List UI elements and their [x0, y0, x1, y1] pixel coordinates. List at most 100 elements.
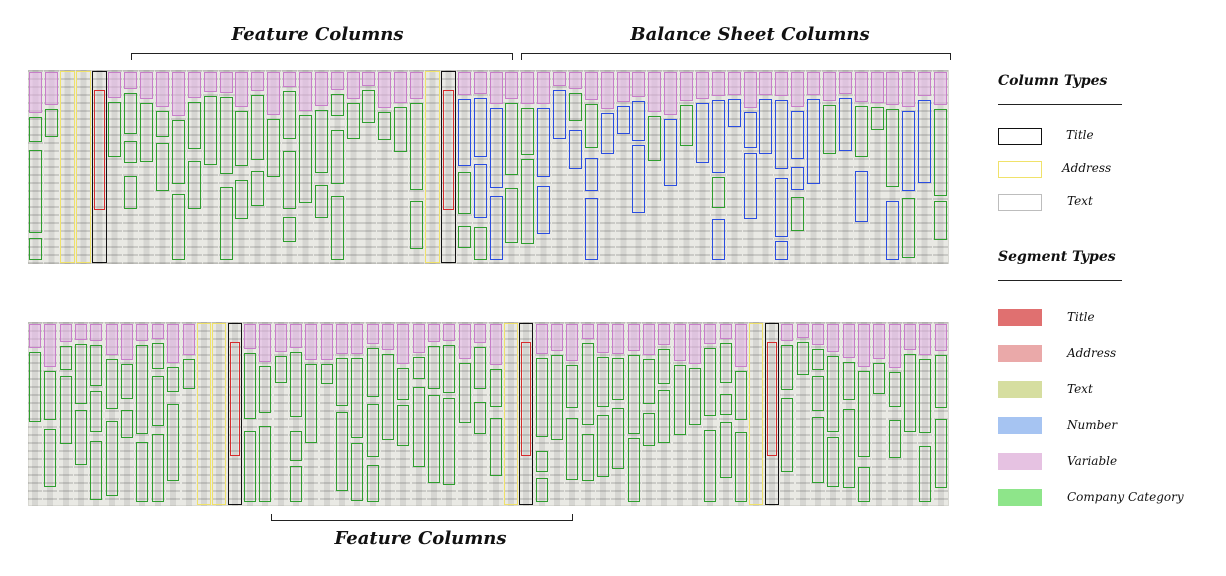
document-column: [888, 322, 902, 506]
variable-segment: [394, 72, 407, 103]
variable-segment: [728, 72, 741, 95]
number-segment: [744, 153, 757, 219]
text-segment: [934, 109, 947, 196]
text-segment: [188, 161, 201, 209]
segment-type-number-label: Number: [1067, 418, 1118, 432]
text-segment: [827, 437, 839, 487]
column-type-title-swatch: [998, 128, 1042, 145]
text-segment: [886, 109, 899, 187]
document-column: [826, 322, 840, 506]
document-column: [673, 322, 687, 506]
text-segment: [904, 354, 916, 432]
document-column: [412, 322, 426, 506]
document-column: [504, 70, 519, 264]
variable-segment: [812, 324, 824, 345]
number-segment: [775, 241, 788, 260]
variable-segment: [397, 324, 409, 364]
text-segment: [331, 130, 344, 184]
document-column: [663, 70, 678, 264]
number-segment: [490, 196, 503, 260]
document-column: [749, 322, 763, 506]
text-segment: [283, 217, 296, 242]
document-column: [171, 70, 186, 264]
segment-type-text-swatch: [998, 381, 1042, 398]
text-segment: [106, 421, 118, 496]
text-segment: [29, 150, 42, 233]
document-column: [350, 322, 364, 506]
text-segment: [315, 110, 328, 173]
text-segment: [347, 103, 360, 139]
text-segment: [428, 346, 440, 389]
text-segment: [551, 355, 563, 440]
variable-segment: [569, 72, 582, 89]
text-segment: [336, 412, 348, 491]
text-segment: [823, 105, 836, 154]
text-segment: [612, 408, 624, 469]
text-segment: [569, 93, 582, 121]
variable-segment: [628, 324, 640, 351]
text-segment: [172, 194, 185, 260]
segment-types-rule: [998, 280, 1122, 281]
variable-segment: [566, 324, 578, 361]
document-column: [458, 322, 472, 506]
text-segment: [321, 364, 333, 384]
text-segment: [140, 103, 153, 162]
text-segment: [720, 343, 732, 383]
document-column: [409, 70, 424, 264]
variable-segment: [601, 72, 614, 109]
document-column: [298, 70, 313, 264]
document-column: [427, 322, 441, 506]
document-column: [806, 70, 821, 264]
document-column: [489, 70, 504, 264]
text-segment: [351, 358, 363, 438]
text-segment: [244, 431, 256, 502]
segment-type-company-category-swatch: [998, 489, 1042, 506]
text-segment: [812, 376, 824, 411]
number-segment: [664, 119, 677, 186]
document-column: [600, 70, 615, 264]
document-column: [838, 70, 853, 264]
number-segment: [474, 98, 487, 157]
text-segment: [331, 94, 344, 116]
variable-segment: [536, 324, 548, 354]
text-segment: [290, 466, 302, 502]
variable-segment: [781, 324, 793, 341]
text-segment: [791, 197, 804, 231]
document-column: [885, 70, 900, 264]
document-column: [917, 70, 932, 264]
text-segment: [152, 434, 164, 502]
variable-segment: [855, 72, 868, 102]
document-column: [550, 322, 564, 506]
document-column: [504, 322, 518, 506]
variable-segment: [428, 324, 440, 342]
text-segment: [259, 426, 271, 502]
document-column: [796, 322, 810, 506]
text-segment: [843, 362, 855, 400]
text-segment: [121, 364, 133, 399]
text-segment: [299, 115, 312, 203]
text-segment: [152, 376, 164, 426]
document-column: [139, 70, 154, 264]
document-column: [346, 70, 361, 264]
document-column: [393, 70, 408, 264]
top-feature-columns-header: Feature Columns: [231, 24, 404, 45]
text-segment: [44, 371, 56, 420]
text-segment: [873, 363, 885, 394]
variable-segment: [582, 324, 594, 339]
text-segment: [351, 443, 363, 501]
number-segment: [918, 100, 931, 183]
text-segment: [935, 419, 947, 488]
variable-segment: [443, 324, 455, 341]
text-segment: [283, 91, 296, 139]
text-segment: [397, 368, 409, 400]
number-segment: [601, 113, 614, 154]
column-types-rule: [998, 104, 1122, 105]
text-segment: [597, 357, 609, 407]
top-balance-sheet-header: Balance Sheet Columns: [630, 24, 870, 45]
variable-segment: [367, 324, 379, 344]
number-segment: [632, 101, 645, 141]
text-segment: [582, 434, 594, 481]
document-column: [76, 70, 91, 264]
variable-segment: [807, 72, 820, 95]
document-column: [596, 322, 610, 506]
